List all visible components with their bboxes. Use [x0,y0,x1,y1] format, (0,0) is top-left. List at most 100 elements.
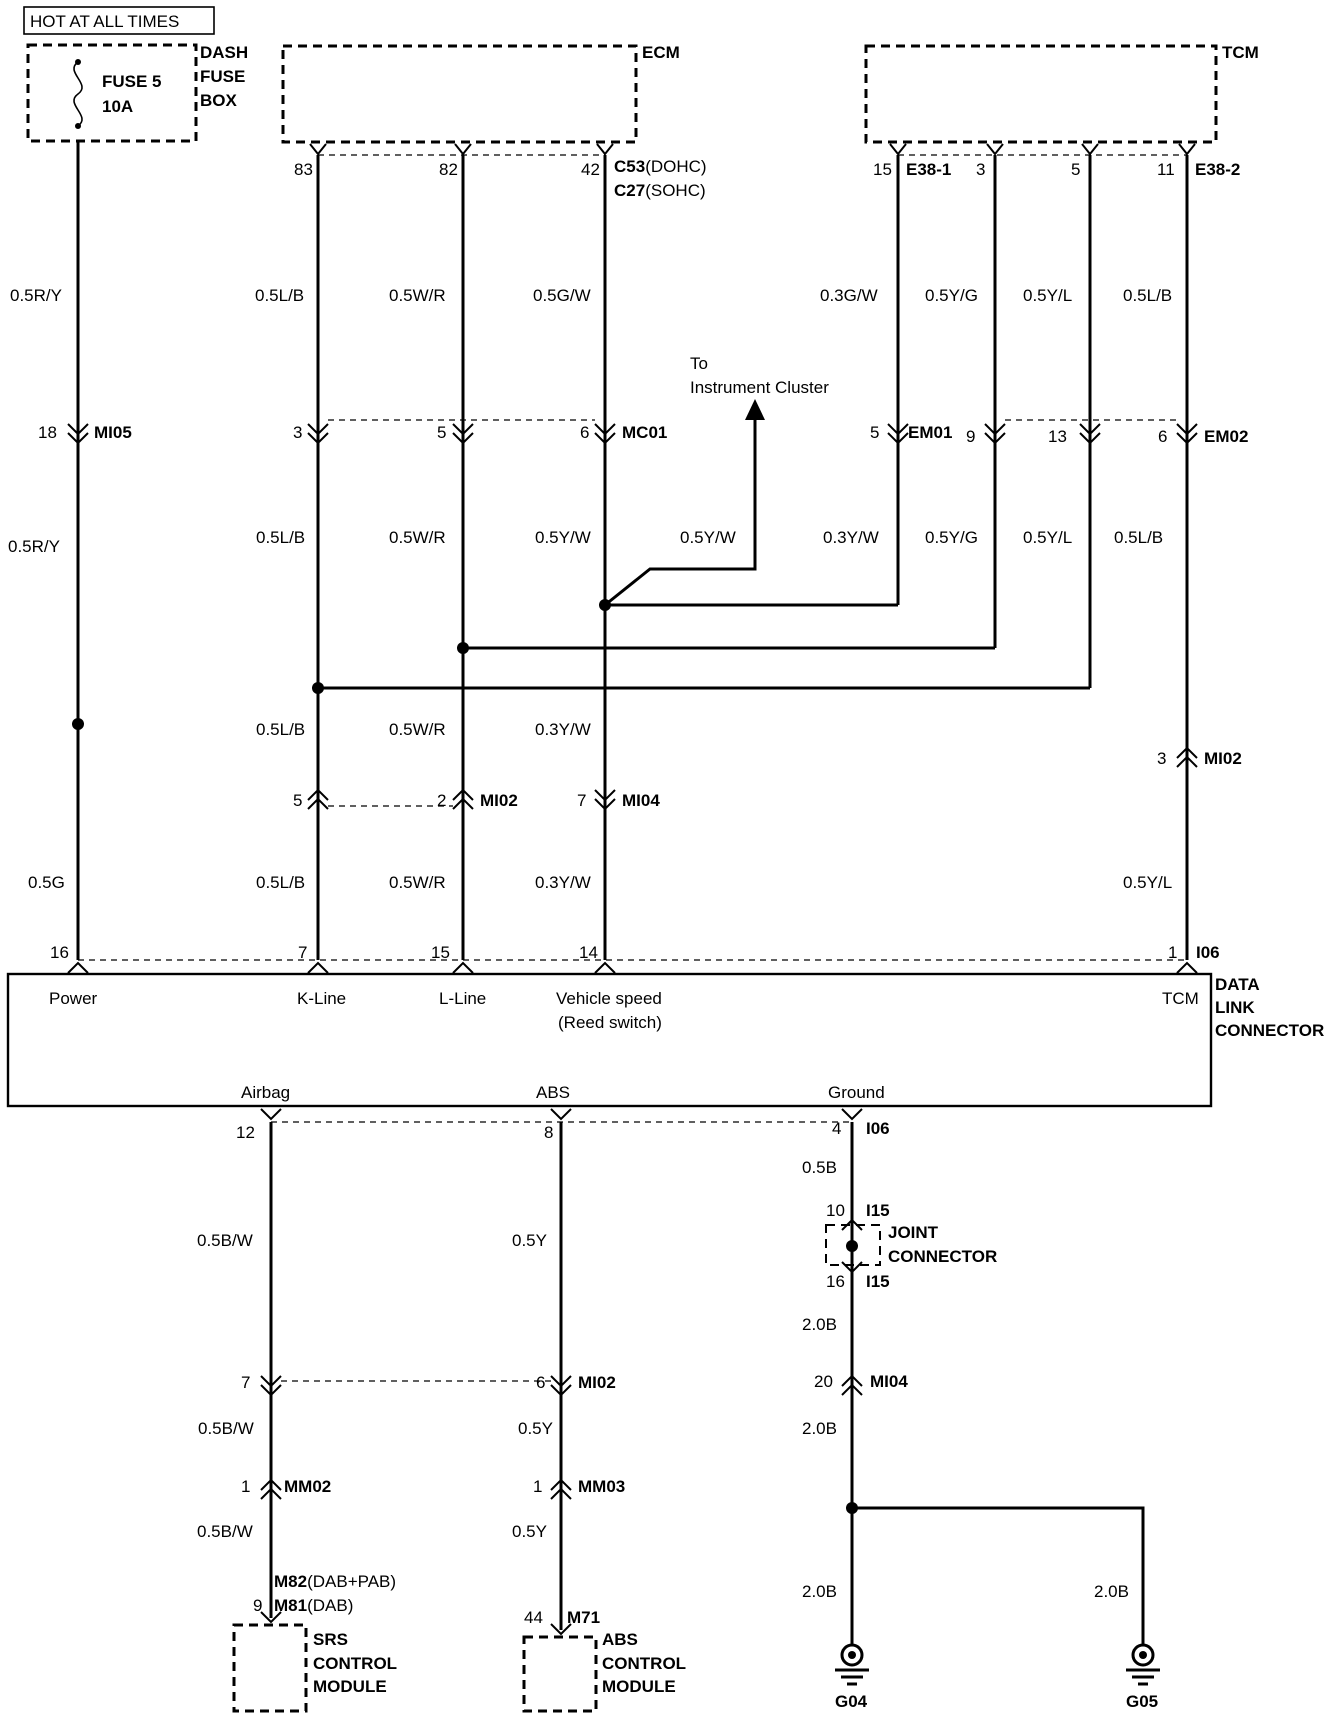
connector-mm02-label: MM02 [284,1477,331,1496]
tcm-pin-label: 5 [1071,160,1080,179]
connector-pin-label: 6 [1158,427,1167,446]
wire-color-label: 0.5Y/G [925,528,978,547]
connector-mi04-label: MI04 [870,1372,908,1391]
fuse-rating: 10A [102,97,133,116]
wire-color-label: 0.5B/W [198,1419,254,1438]
joint-pin-label: 10 [826,1201,845,1220]
connector-em01-label: EM01 [908,423,952,442]
connector-pin-label: 7 [577,791,586,810]
dlc-pin-label: 15 [431,943,450,962]
dlc-terminal-label: Power [49,989,98,1008]
connector-mi04-label: MI04 [622,791,660,810]
wire-color-label: 0.5W/R [389,286,446,305]
connector-row1-chevrons [67,423,1198,445]
srs-module-name: CONTROL [313,1654,397,1673]
wire-color-label: 0.5G [28,873,65,892]
ecm-pin-terminals [309,143,1196,156]
splice [312,682,324,694]
connector-pin-label: 7 [241,1373,250,1392]
hot-at-all-times-box [23,6,215,35]
wire-color-label: 0.5W/R [389,720,446,739]
wire-color-label: 0.5Y/L [1123,873,1172,892]
wire-color-label: 0.5Y [512,1231,547,1250]
wire-color-label: 0.3Y/W [823,528,879,547]
instrument-cluster-arrow [745,399,765,420]
ground-label-g04: G04 [835,1692,868,1711]
ground-g04-icon [835,1643,869,1686]
fuse-terminal [75,59,81,65]
connector-mc01-label: MC01 [622,423,667,442]
fuse-box [26,43,198,143]
splice [599,599,611,611]
tcm-label: TCM [1222,43,1259,62]
dlc-terminal-label: K-Line [297,989,346,1008]
wire-color-label: 0.5R/Y [10,286,62,305]
dlc-bottom-terminals [260,1108,863,1121]
wire-color-label: 0.5B/W [197,1522,253,1541]
hot-at-all-times-label: HOT AT ALL TIMES [30,12,179,31]
joint-connector-name: JOINT [888,1223,939,1242]
connector-pin-label: 9 [966,427,975,446]
connector-pin-label: 3 [1157,749,1166,768]
tcm-pin-label: 3 [976,160,985,179]
connector-pin-label: 3 [293,423,302,442]
connector-pin-label: 5 [437,423,446,442]
connector-pin-label: 13 [1048,427,1067,446]
wire-color-label: 0.5G/W [533,286,591,305]
data-link-connector [6,972,1213,1108]
dlc-terminal-label: Vehicle speed [556,989,662,1008]
tcm-box [864,44,1218,144]
srs-pin-label: 9 [253,1596,262,1615]
abs-control-module-box [522,1635,598,1713]
dlc-terminal-label: L-Line [439,989,486,1008]
wire-color-label: 2.0B [1094,1582,1129,1601]
wire-to-instrument-cluster [604,410,757,607]
dlc-pin-label: 14 [579,943,598,962]
wire-color-label: 0.5L/B [256,873,305,892]
dlc-pin-label: 1 [1168,943,1177,962]
srs-connector-m81: M81(DAB) [274,1596,353,1615]
dlc-terminal-label: TCM [1162,989,1199,1008]
splice [457,642,469,654]
ground-g05-icon [1126,1643,1160,1686]
connector-pin-label: 5 [293,791,302,810]
joint-pin-label: 16 [826,1272,845,1291]
dlc-terminal-label: ABS [536,1083,570,1102]
fuse-symbol [73,61,83,127]
wire-color-label: 2.0B [802,1419,837,1438]
wire-color-label: 2.0B [802,1315,837,1334]
wire-color-label: 0.5B [802,1158,837,1177]
dlc-terminal-label: (Reed switch) [558,1013,662,1032]
connector-mi02-label: MI02 [1204,749,1242,768]
dlc-name: LINK [1215,998,1255,1017]
dlc-pin-label: 12 [236,1123,255,1142]
wire-color-label: 2.0B [802,1582,837,1601]
joint-splice [846,1240,858,1252]
srs-connector-m82: M82(DAB+PAB) [274,1572,396,1591]
connector-pin-label: 18 [38,423,57,442]
tcm-connector-e38-2: E38-2 [1195,160,1240,179]
dlc-terminal-label: Airbag [241,1083,290,1102]
tcm-connector-e38-1: E38-1 [906,160,951,179]
srs-module-name: SRS [313,1630,348,1649]
dlc-top-terminals [67,961,1198,974]
dlc-pin-label: 4 [832,1119,841,1138]
ecm-connector-c53: C53(DOHC) [614,157,707,176]
wire-color-label: 0.5L/B [256,720,305,739]
connector-pin-label: 6 [536,1373,545,1392]
abs-module-name: CONTROL [602,1654,686,1673]
joint-connector-i15: I15 [866,1201,890,1220]
dlc-pin-label: 8 [544,1123,553,1142]
abs-pin-label: 44 [524,1608,543,1627]
connector-pin-label: 1 [533,1477,542,1496]
connector-pin-label: 2 [437,791,446,810]
dlc-pin-label: 16 [50,943,69,962]
wire-color-label: 0.3Y/W [535,873,591,892]
wire-color-label: 0.5L/B [256,528,305,547]
joint-connector-box [825,1224,881,1266]
joint-connector-name: CONNECTOR [888,1247,997,1266]
connector-pin-label: 1 [241,1477,250,1496]
ecm-pin-label: 82 [439,160,458,179]
wire-color-label: 0.5Y/G [925,286,978,305]
